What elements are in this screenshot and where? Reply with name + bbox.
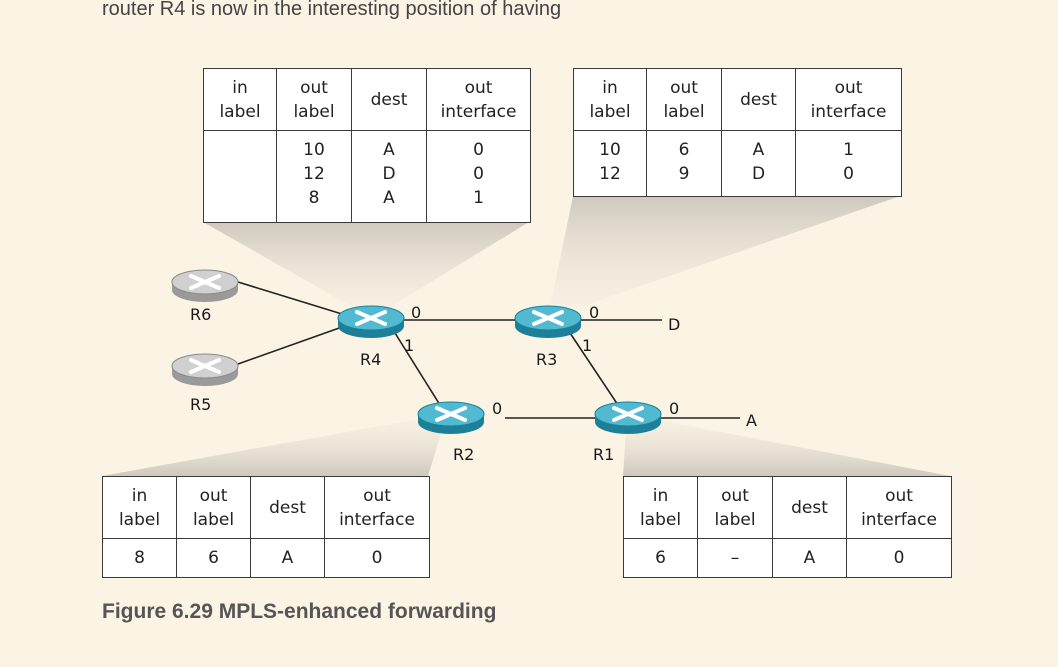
header-dest: dest [772,476,847,539]
intro-text: router R4 is now in the interesting posi… [102,0,562,20]
router-r1-icon [594,401,662,434]
header-dest: dest [721,68,796,131]
link-r4-r2 [394,332,441,406]
out-label-cell: – [697,538,773,578]
links [237,281,740,419]
router-r5-icon [171,353,239,386]
r4-port-0: 0 [411,303,421,322]
router-r4-icon [337,305,405,338]
router-r6-icon [171,269,239,302]
dest-cell: A [772,538,847,578]
out-interface-cell: 0 [324,538,430,578]
r4-port-1: 1 [404,336,414,355]
router-r2-icon [417,401,485,434]
router-r2-label: R2 [453,445,474,464]
header-dest: dest [250,476,325,539]
link-r3-r1 [569,332,619,406]
in-label-cell [203,130,277,223]
r1-table-cone [623,414,950,476]
header-dest: dest [351,68,427,131]
link-r5-r4 [237,326,343,365]
r4-table-cone [203,222,529,318]
r2-table-cone [102,414,447,476]
r1-port-0: 0 [669,399,679,418]
out-label-cell: 6 [176,538,251,578]
dest-d-label: D [668,315,680,334]
out-interface-cell: 0 [846,538,952,578]
link-r6-r4 [237,281,343,315]
in-label-cell: 6 [623,538,698,578]
router-r6-label: R6 [190,305,211,324]
figure-caption: Figure 6.29 MPLS-enhanced forwarding [102,600,497,623]
r3-port-0: 0 [589,303,599,322]
router-r1-label: R1 [593,445,614,464]
r3-port-1: 1 [582,336,592,355]
r2-port-0: 0 [492,399,502,418]
dest-cell: A [250,538,325,578]
in-label-cell: 8 [102,538,177,578]
router-r3-label: R3 [536,350,557,369]
r3-table-cone [548,196,900,318]
router-r3-icon [514,305,582,338]
router-r4-label: R4 [360,350,381,369]
router-r5-label: R5 [190,395,211,414]
dest-a-label: A [746,411,757,430]
